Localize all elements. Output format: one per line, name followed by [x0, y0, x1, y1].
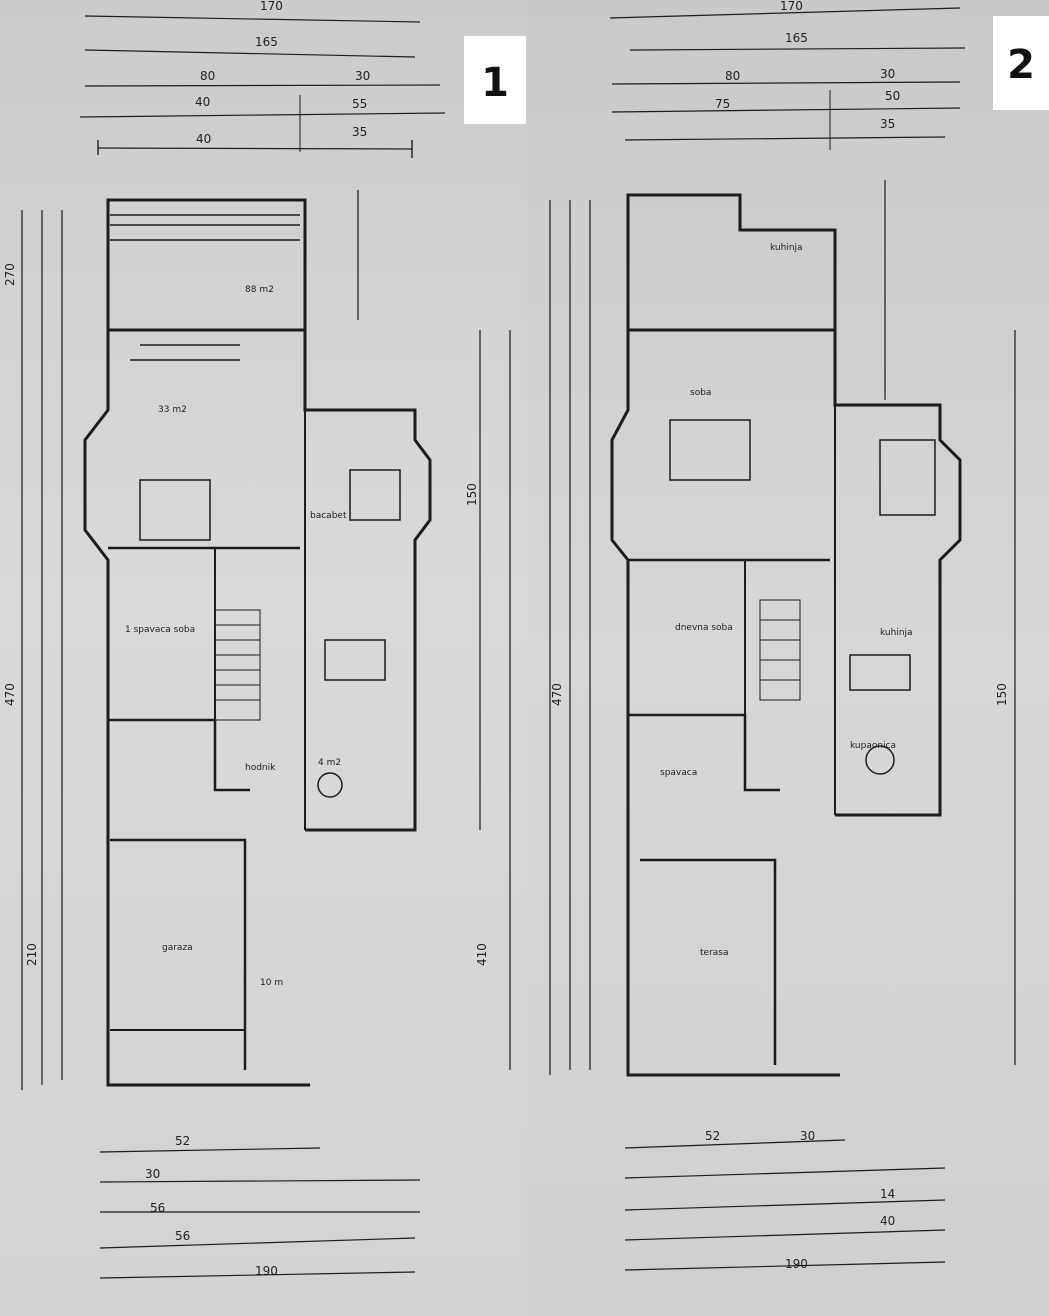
- room-living-area: 33 m2: [158, 405, 187, 415]
- sheet-1-top-dimension-chains: 170 165 80 30 40 55 40 35: [79, 0, 446, 158]
- floor-plan-sheet-1: [0, 0, 527, 1316]
- room2-room-label: soba: [690, 388, 711, 398]
- sheet-2-walls: [610, 193, 962, 1077]
- dim-top-6: 55: [352, 97, 367, 111]
- sheet-1-bottom-dimension-chains: 52 30 56 56 190: [99, 1134, 421, 1279]
- dim2-left-1: 470: [550, 683, 564, 706]
- dim2-bottom-3: 14: [880, 1187, 895, 1201]
- room-hallway-label: hodnik: [245, 763, 276, 773]
- sheet-1-badge: 1: [464, 36, 526, 124]
- dim-top-3: 80: [200, 69, 215, 83]
- dim2-bottom-5: 190: [785, 1257, 808, 1271]
- dim2-top-1: 170: [780, 0, 803, 13]
- sheet-2-bottom-dimension-chains: 52 30 14 40 190: [624, 1129, 946, 1271]
- dim-bottom-4: 56: [175, 1229, 190, 1243]
- dim2-top-3: 80: [725, 69, 740, 83]
- sheet-2-badge: 2: [993, 16, 1049, 110]
- dim-top-5: 40: [195, 95, 210, 109]
- room-covered-terrace-area: 88 m2: [245, 285, 274, 295]
- room2-bedroom-label: spavaca: [660, 768, 697, 778]
- sheet-1-walls: [83, 198, 432, 1087]
- dim-top-7: 40: [196, 132, 211, 146]
- dim-top-8: 35: [352, 125, 367, 139]
- dim-bottom-2: 30: [145, 1167, 160, 1181]
- sheet-2-number: 2: [1007, 42, 1035, 88]
- floor-plan-sheet-2: [527, 0, 1049, 1316]
- sheet-1-number: 1: [481, 60, 509, 106]
- dim-left-2: 470: [3, 683, 17, 706]
- dim2-bottom-2: 30: [800, 1129, 815, 1143]
- dim-top-4: 30: [355, 69, 370, 83]
- room2-terrace-label: terasa: [700, 948, 729, 958]
- dim-right-2: 410: [475, 943, 489, 966]
- sheet-2-side-dimension-chains: 470 150: [549, 180, 1016, 1075]
- dim2-top-7: 35: [880, 117, 895, 131]
- sheet-1-room-labels: 88 m2 33 m2 bacabet 1 spavaca soba hodni…: [125, 285, 347, 988]
- room2-kitchen-label: kuhinja: [770, 243, 803, 253]
- dim2-top-5: 75: [715, 97, 730, 111]
- room-garage-label: garaza: [162, 943, 193, 953]
- dim-top-1: 170: [260, 0, 283, 13]
- dim2-top-4: 30: [880, 67, 895, 81]
- room-dining-label: bacabet: [310, 511, 347, 521]
- sheet-1-left-dimension-chains: 270 470 210: [3, 210, 63, 1090]
- dim-left-3: 210: [25, 943, 39, 966]
- dim2-right-1: 150: [995, 683, 1009, 706]
- room-storage-label: 10 m: [260, 978, 283, 988]
- room-bedroom-label: 1 spavaca soba: [125, 625, 195, 635]
- room-bathroom-area: 4 m2: [318, 758, 341, 768]
- dim2-bottom-4: 40: [880, 1214, 895, 1228]
- dim-bottom-3: 56: [150, 1201, 165, 1215]
- dim-top-2: 165: [255, 35, 278, 49]
- sheet-2-room-labels: kuhinja soba dnevna soba kuhinja kupaoni…: [660, 243, 913, 958]
- sheet-2-top-dimension-chains: 170 165 80 30 75 50 35: [609, 0, 966, 150]
- sheet-1-right-dimension-chains: 150 410: [357, 190, 511, 1070]
- dim-bottom-1: 52: [175, 1134, 190, 1148]
- room2-bathroom-label: kupaonica: [850, 741, 896, 751]
- dim-left-1: 270: [3, 263, 17, 286]
- dim-right-1: 150: [465, 483, 479, 506]
- dim-bottom-5: 190: [255, 1264, 278, 1278]
- room2-kitchen-dining-label: kuhinja: [880, 628, 913, 638]
- dim2-bottom-1: 52: [705, 1129, 720, 1143]
- room2-living-label: dnevna soba: [675, 623, 733, 633]
- dim2-top-2: 165: [785, 31, 808, 45]
- dim2-top-6: 50: [885, 89, 900, 103]
